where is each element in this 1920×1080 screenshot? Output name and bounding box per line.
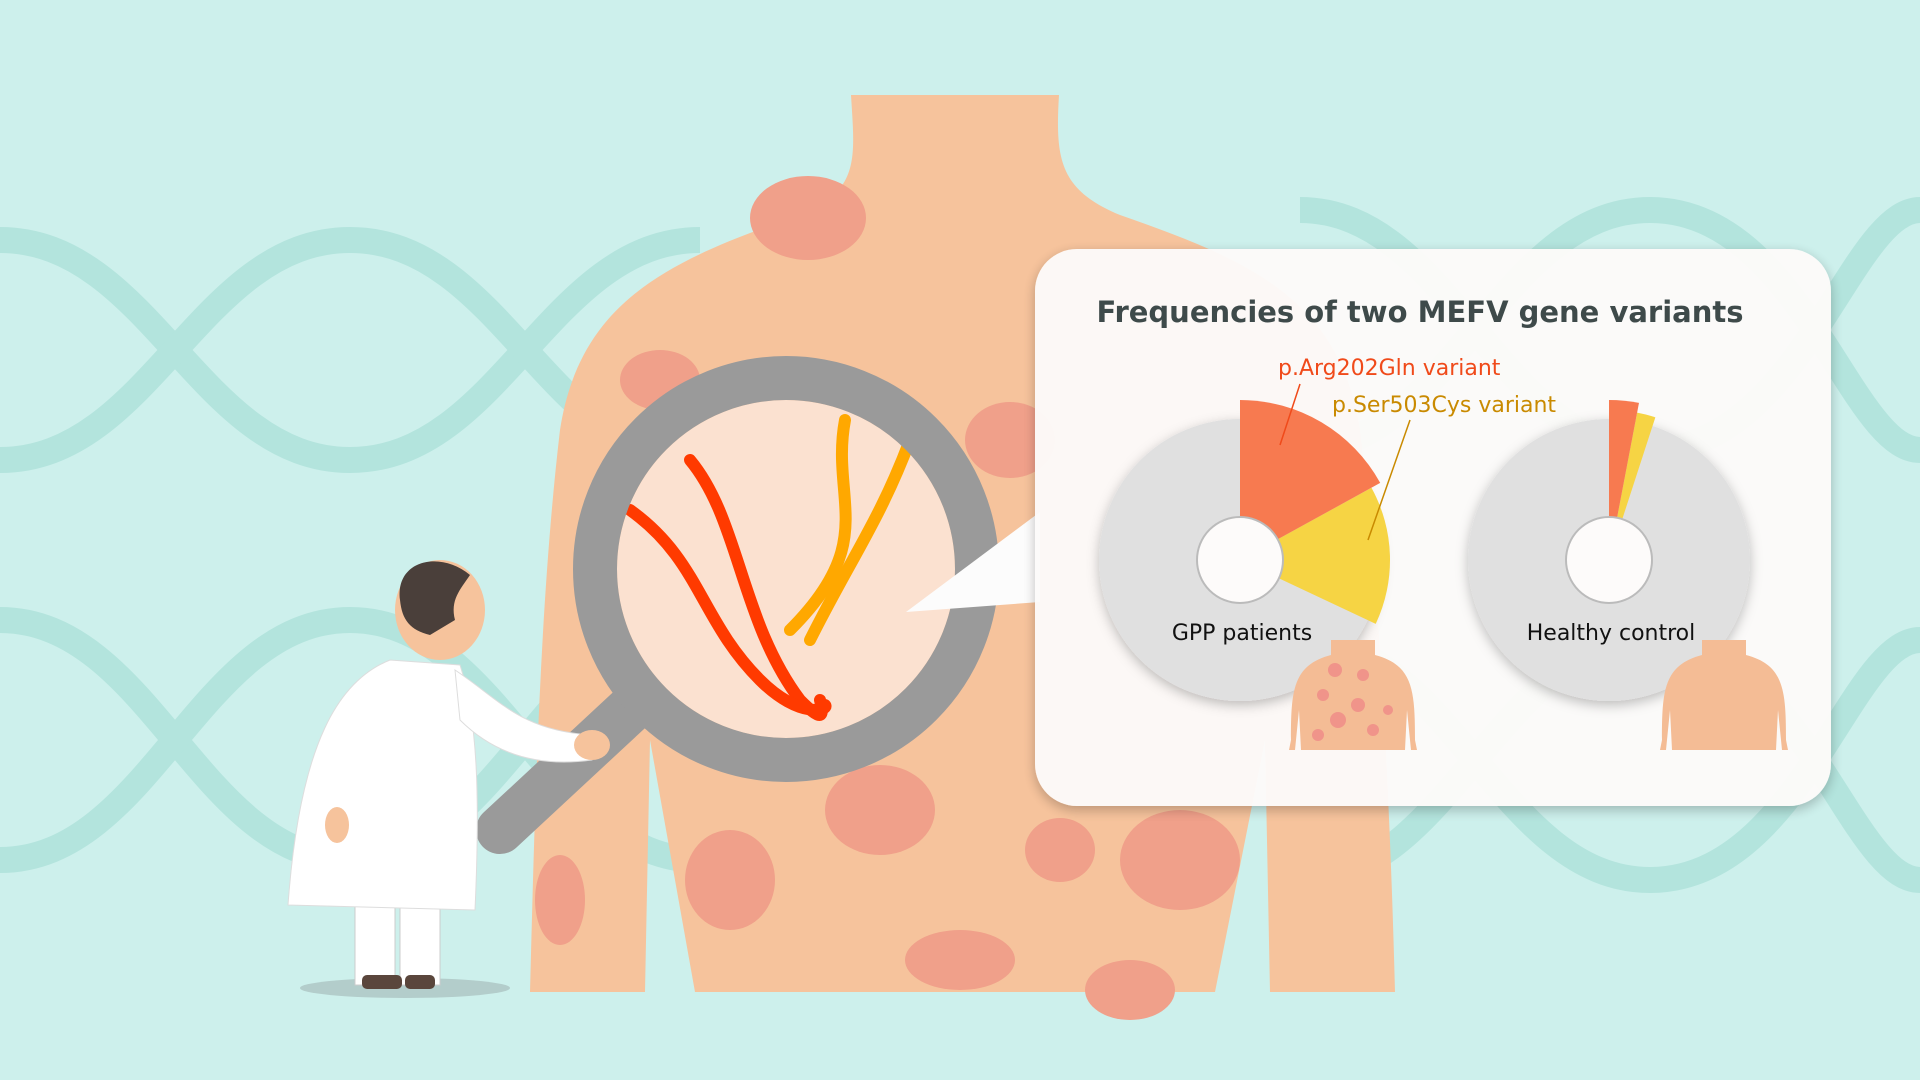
dna-red-icon [624, 454, 832, 721]
leader-ser [1367, 419, 1411, 541]
dna-yellow-icon [784, 414, 916, 646]
legend-ser503cys: p.Ser503Cys variant [1332, 393, 1556, 418]
sector-gpp-ser503cys [1240, 487, 1391, 624]
doctor-figure [287, 560, 610, 998]
donut-healthy: Healthy control [1468, 400, 1750, 701]
leader-arg [1279, 383, 1301, 446]
callout-pointer [906, 512, 1040, 612]
label-gpp: GPP patients [1172, 621, 1312, 646]
donut-healthy-hole [1565, 516, 1653, 604]
gpp-torso-icon [1289, 640, 1417, 750]
chart-title: Frequencies of two MEFV gene variants [1096, 295, 1743, 329]
sector-gpp-arg202gln [1240, 400, 1381, 560]
donut-gpp: GPP patients [1099, 400, 1391, 701]
donut-gpp-hole [1196, 516, 1284, 604]
legend-arg202gln: p.Arg202Gln variant [1278, 356, 1501, 381]
label-healthy: Healthy control [1527, 621, 1696, 646]
healthy-torso-icon [1660, 640, 1788, 750]
